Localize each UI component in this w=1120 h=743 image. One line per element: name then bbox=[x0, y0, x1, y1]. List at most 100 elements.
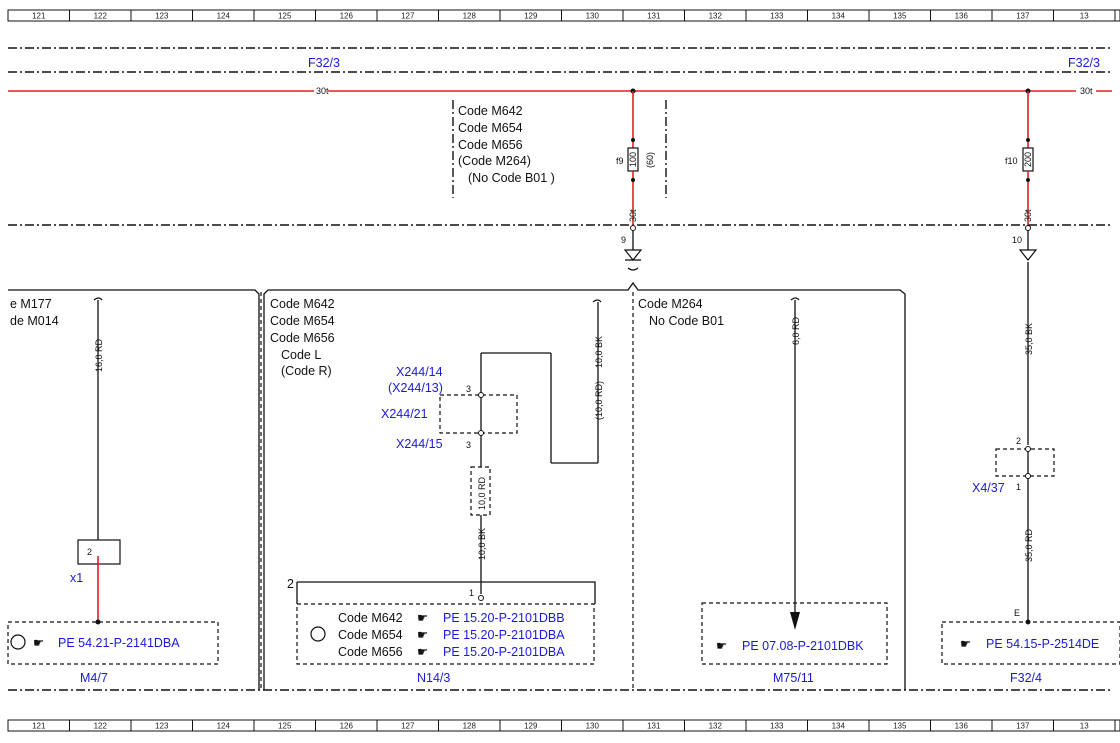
fuse-f10-rating: 200 bbox=[1023, 152, 1033, 167]
n143-wire-top-bk: 10,0 BK bbox=[594, 336, 604, 368]
ruler-top-label: 121 bbox=[32, 12, 46, 21]
m47-code-1: de M014 bbox=[10, 314, 59, 328]
ruler-top-label: 136 bbox=[955, 12, 969, 21]
m47-component[interactable]: M4/7 bbox=[80, 671, 108, 685]
n143-pe-code-2: Code M656 bbox=[338, 645, 403, 659]
ruler-bottom-label: 123 bbox=[155, 722, 169, 731]
ruler-top-label: 122 bbox=[94, 12, 108, 21]
ruler-top-label: 129 bbox=[524, 12, 538, 21]
transistor-icon bbox=[310, 626, 326, 642]
fuse-f9[interactable] bbox=[623, 88, 643, 271]
ruler-top-label: 131 bbox=[647, 12, 661, 21]
ruler-top-label: 123 bbox=[155, 12, 169, 21]
ruler-top-label: 132 bbox=[709, 12, 723, 21]
n143-pe-code-0: Code M642 bbox=[338, 611, 403, 625]
fuse-f9-pin-label: 30t bbox=[628, 209, 638, 222]
ruler-top-label: 127 bbox=[401, 12, 415, 21]
n143-pe-code-1: Code M654 bbox=[338, 628, 403, 642]
conn-x244-14[interactable]: X244/14 bbox=[396, 365, 443, 379]
m7511-wire[interactable] bbox=[790, 297, 800, 630]
pin-2: 2 bbox=[287, 577, 294, 591]
ruler-top-label: 137 bbox=[1016, 12, 1030, 21]
bus-ref-left[interactable]: F32/3 bbox=[308, 56, 340, 70]
f324-wire-bottom: 35,0 RD bbox=[1024, 528, 1034, 562]
fuse-code-0: Code M642 bbox=[458, 104, 523, 118]
fuse-f10-pin-label: 30t bbox=[1023, 209, 1033, 222]
m47-wire-label: 16,0 RD bbox=[94, 338, 104, 372]
pointer-icon: ☛ bbox=[417, 645, 428, 659]
ruler-bottom-label: 137 bbox=[1016, 722, 1030, 731]
fuse-code-3: (Code M264) bbox=[458, 154, 531, 168]
m47-wire[interactable] bbox=[77, 297, 121, 625]
ruler-top-label: 135 bbox=[893, 12, 907, 21]
m47-pin: 2 bbox=[87, 547, 92, 557]
bus-ref-right[interactable]: F32/3 bbox=[1068, 56, 1100, 70]
m47-pe-ref[interactable]: PE 54.21-P-2141DBA bbox=[58, 636, 180, 650]
f324-wire[interactable] bbox=[995, 262, 1055, 625]
bus-label-30t-right: 30t bbox=[1080, 86, 1093, 96]
fuse-f10-name: f10 bbox=[1005, 156, 1018, 166]
f324-wire-top: 35,0 BK bbox=[1024, 323, 1034, 355]
n143-pe-ref-0[interactable]: PE 15.20-P-2101DBB bbox=[443, 611, 565, 625]
m47-connector[interactable]: x1 bbox=[70, 571, 83, 585]
ruler-bottom-label: 136 bbox=[955, 722, 969, 731]
ruler-bottom-label: 122 bbox=[94, 722, 108, 731]
pointer-icon: ☛ bbox=[417, 628, 428, 642]
ruler-top-label: 133 bbox=[770, 12, 784, 21]
ruler-bottom-label: 126 bbox=[340, 722, 354, 731]
ruler-bottom-label: 127 bbox=[401, 722, 415, 731]
section-bracket-m47 bbox=[8, 289, 260, 690]
n143-component[interactable]: N14/3 bbox=[417, 671, 450, 685]
fuse-f9-name: f9 bbox=[616, 156, 624, 166]
n143-wire-splice-rd: 10,0 RD bbox=[477, 476, 487, 510]
ruler-bottom-label: 130 bbox=[586, 722, 600, 731]
ruler-bottom-label: 128 bbox=[463, 722, 477, 731]
fuse-f9-alt-rating: (60) bbox=[645, 152, 655, 168]
f324-connector[interactable]: X4/37 bbox=[972, 481, 1005, 495]
f324-component[interactable]: F32/4 bbox=[1010, 671, 1042, 685]
f324-pin-e: E bbox=[1014, 608, 1020, 618]
pin-3a: 3 bbox=[466, 384, 471, 394]
n143-wire-low-bk: 10,0 BK bbox=[477, 528, 487, 560]
m47-pointer-icon: ☛ bbox=[33, 636, 44, 650]
f324-pointer-icon: ☛ bbox=[960, 637, 971, 651]
n143-code-3: Code L bbox=[281, 348, 321, 362]
ruler-top-label: 134 bbox=[832, 12, 846, 21]
m7511-pe-ref[interactable]: PE 07.08-P-2101DBK bbox=[742, 639, 864, 653]
conn-x244-21[interactable]: X244/21 bbox=[381, 407, 428, 421]
f324-pin-1: 1 bbox=[1016, 482, 1021, 492]
ruler-top-label: 125 bbox=[278, 12, 292, 21]
ruler-bottom-label: 133 bbox=[770, 722, 784, 731]
fuse-f10-pin: 10 bbox=[1012, 235, 1022, 245]
fuse-f10[interactable] bbox=[1018, 88, 1038, 261]
n143-pe-ref-2[interactable]: PE 15.20-P-2101DBA bbox=[443, 645, 565, 659]
bus-label-30t-left: 30t bbox=[316, 86, 329, 96]
n143-component-box bbox=[296, 603, 595, 665]
m7511-pointer-icon: ☛ bbox=[716, 639, 727, 653]
n143-code-4: (Code R) bbox=[281, 364, 332, 378]
n143-code-1: Code M654 bbox=[270, 314, 335, 328]
ruler-top-label: 126 bbox=[340, 12, 354, 21]
n143-wire-mid-rd: (10,0 RD) bbox=[594, 381, 604, 420]
fuse-code-4: (No Code B01 ) bbox=[468, 171, 555, 185]
f324-pe-ref[interactable]: PE 54.15-P-2514DE bbox=[986, 637, 1099, 651]
n143-pe-row-0[interactable]: Code M642 ☛ PE 15.20-P-2101DBB bbox=[338, 611, 565, 625]
ruler-top-label: 128 bbox=[463, 12, 477, 21]
m7511-component-box bbox=[701, 602, 888, 665]
f324-pin-2: 2 bbox=[1016, 436, 1021, 446]
conn-x244-13[interactable]: (X244/13) bbox=[388, 381, 443, 395]
pointer-icon: ☛ bbox=[417, 611, 428, 625]
n143-pe-row-2[interactable]: Code M656 ☛ PE 15.20-P-2101DBA bbox=[338, 645, 565, 659]
n143-code-2: Code M656 bbox=[270, 331, 335, 345]
n143-wiring[interactable] bbox=[296, 299, 602, 604]
fuse-f9-pin: 9 bbox=[621, 235, 626, 245]
conn-x244-15[interactable]: X244/15 bbox=[396, 437, 443, 451]
fuse-code-1: Code M654 bbox=[458, 121, 523, 135]
m7511-component[interactable]: M75/11 bbox=[773, 671, 814, 685]
ruler-top-label: 124 bbox=[217, 12, 231, 21]
n143-pe-row-1[interactable]: Code M654 ☛ PE 15.20-P-2101DBA bbox=[338, 628, 565, 642]
n143-pe-ref-1[interactable]: PE 15.20-P-2101DBA bbox=[443, 628, 565, 642]
ruler-bottom-label: 13 bbox=[1080, 722, 1089, 731]
